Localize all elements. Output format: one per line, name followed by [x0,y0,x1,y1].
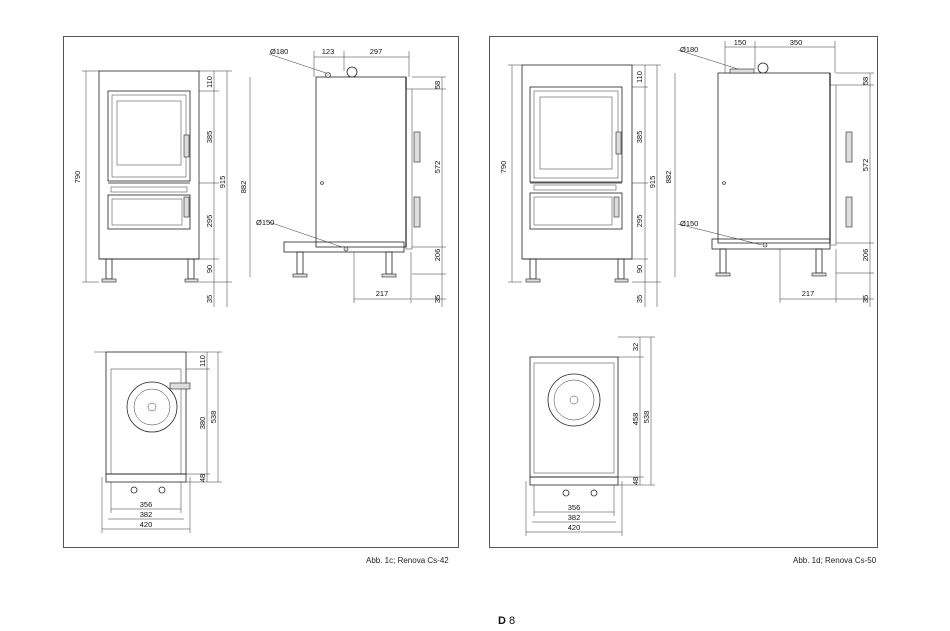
figure-panel-cs42: 790 110 385 295 90 35 915 [63,36,459,548]
side-height-label: 882 [239,181,248,194]
technical-drawing-cs42: 790 110 385 295 90 35 915 [73,47,446,533]
front-view [82,70,232,307]
front-dim-35: 35 [205,295,214,303]
side-height-label: 882 [664,171,673,184]
side-dim-35: 35 [861,295,870,303]
side-dim-206: 206 [861,249,870,262]
plan-dim-538: 538 [642,411,651,424]
front-dim-385: 385 [635,131,644,144]
plan-dim-380: 380 [198,417,207,430]
side-bottom-dim: 217 [376,289,389,298]
figure-panel-cs50: 790 110 385 295 90 35 915 [489,36,878,548]
side-top-dim-a: 150 [734,38,747,47]
side-view [249,51,446,307]
side-top-dim-b: 297 [370,47,383,56]
plan-view [94,351,222,533]
plan-dim-458: 458 [631,413,640,426]
side-top-dim-b: 350 [790,38,803,47]
side-flue-back-label: Ø150 [680,219,698,228]
plan-dim-356: 356 [140,500,153,509]
front-dim-915: 915 [218,176,227,189]
plan-dim-538: 538 [209,411,218,424]
front-dim-915: 915 [648,176,657,189]
front-height-label: 790 [73,171,82,184]
front-view [508,64,661,307]
side-flue-back-label: Ø150 [256,218,274,227]
side-dim-58: 58 [433,81,442,89]
front-dim-110: 110 [205,76,214,88]
side-dim-35: 35 [433,295,442,303]
side-dim-58: 58 [861,77,870,85]
side-flue-top-label: Ø180 [680,45,698,54]
plan-dim-32: 32 [631,343,640,351]
side-bottom-dim: 217 [802,289,815,298]
front-dim-110: 110 [635,71,644,83]
plan-dim-356: 356 [568,503,581,512]
page-number-value: 8 [509,615,516,627]
plan-dim-420: 420 [568,523,581,532]
side-top-dim-a: 123 [322,47,335,56]
side-view [674,41,874,307]
front-dim-90: 90 [635,265,644,273]
side-dim-572: 572 [433,161,442,174]
side-flue-top-label: Ø180 [270,47,288,56]
plan-dim-420: 420 [140,520,153,529]
front-height-label: 790 [499,161,508,174]
front-dim-295: 295 [635,215,644,228]
front-dim-35: 35 [635,295,644,303]
front-dim-90: 90 [205,265,214,273]
figure-caption-cs42: Abb. 1c; Renova Cs-42 [366,556,449,565]
page-number: D 8 [498,615,515,627]
plan-dim-110: 110 [198,355,207,367]
front-dim-295: 295 [205,215,214,228]
plan-dim-48: 48 [198,474,207,482]
plan-dim-48: 48 [631,477,640,485]
side-dim-572: 572 [861,159,870,172]
figure-caption-cs50: Abb. 1d; Renova Cs-50 [793,556,877,565]
plan-view [525,336,655,536]
plan-dim-382: 382 [568,513,581,522]
page-section-letter: D [498,615,506,627]
plan-dim-382: 382 [140,510,153,519]
technical-drawing-cs50: 790 110 385 295 90 35 915 [499,38,874,536]
side-dim-206: 206 [433,249,442,262]
front-dim-385: 385 [205,131,214,144]
